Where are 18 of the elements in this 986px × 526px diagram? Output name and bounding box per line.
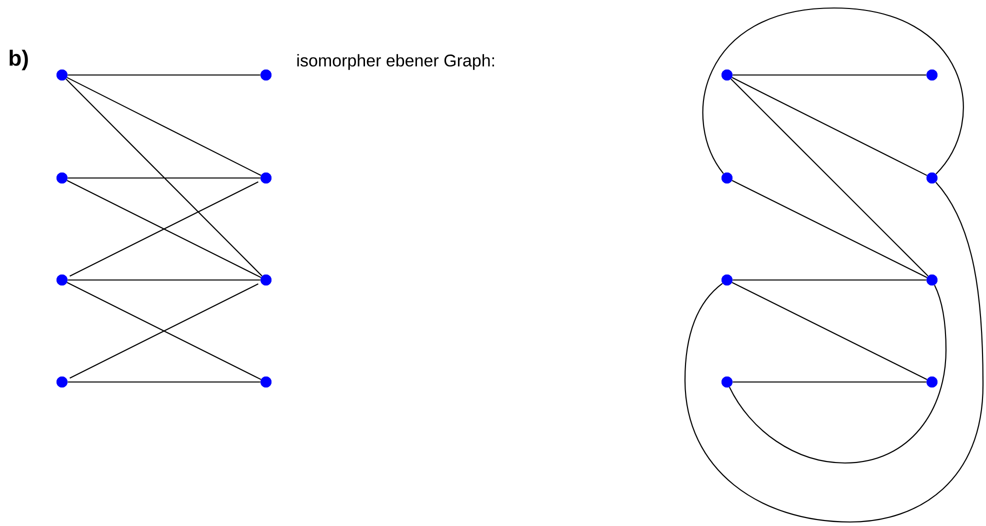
caption-text: isomorpher ebener Graph: xyxy=(297,54,494,70)
curved-edge xyxy=(684,182,984,523)
curved-edge xyxy=(728,284,947,464)
edge-line xyxy=(68,74,260,76)
curved-edge xyxy=(702,7,964,174)
edge-line xyxy=(66,77,262,176)
edge-line xyxy=(66,78,262,276)
edge-line xyxy=(68,381,260,383)
edge-line xyxy=(68,177,260,179)
edge-line xyxy=(732,381,926,383)
panel-label: b) xyxy=(10,50,28,70)
edge-line xyxy=(732,282,928,380)
edge-line xyxy=(732,77,928,176)
edge-line xyxy=(732,74,926,76)
edge-line xyxy=(730,78,928,276)
edge-line xyxy=(732,180,928,278)
edge-line xyxy=(732,279,926,281)
edge-line xyxy=(68,279,260,281)
